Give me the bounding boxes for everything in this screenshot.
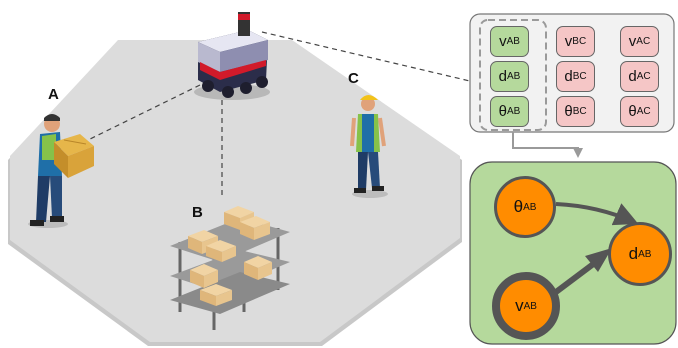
communication-lines (87, 31, 475, 196)
edge-theta-to-d (555, 202, 639, 226)
warehouse-floor (8, 40, 462, 346)
cell-subscript: AB (507, 71, 521, 82)
node-subscript: AB (523, 201, 537, 213)
worker-a (28, 114, 94, 228)
worker-c (350, 95, 388, 198)
label-a: A (48, 86, 59, 103)
node-symbol: d (628, 244, 639, 263)
node-symbol: v (515, 296, 524, 315)
cell-symbol: d (498, 68, 507, 85)
cell-symbol: d (564, 68, 573, 85)
node-subscript: AB (638, 248, 652, 260)
cell-symbol: v (628, 33, 637, 50)
node-symbol: θ (513, 197, 524, 216)
cell-symbol: θ (498, 103, 507, 120)
cell-subscript: AC (636, 106, 651, 117)
cell-subscript: BC (572, 106, 587, 117)
label-b: B (192, 204, 203, 221)
cell-symbol: v (564, 33, 573, 50)
cell-symbol: θ (564, 103, 573, 120)
cell-subscript: AC (636, 36, 651, 47)
edge-v-to-d-head (585, 248, 612, 272)
cell-subscript: AC (636, 71, 651, 82)
shelf-b (170, 206, 290, 330)
node-subscript: AB (523, 300, 537, 312)
label-c: C (348, 70, 359, 87)
cell-subscript: BC (572, 71, 587, 82)
cell-symbol: v (499, 33, 507, 50)
cell-symbol: d (628, 68, 637, 85)
cell-subscript: BC (572, 36, 587, 47)
cell-symbol: θ (628, 103, 637, 120)
delivery-robot (194, 12, 270, 100)
edge-v-to-d (554, 259, 598, 295)
cell-subscript: AB (506, 36, 520, 47)
cell-subscript: AB (507, 106, 521, 117)
